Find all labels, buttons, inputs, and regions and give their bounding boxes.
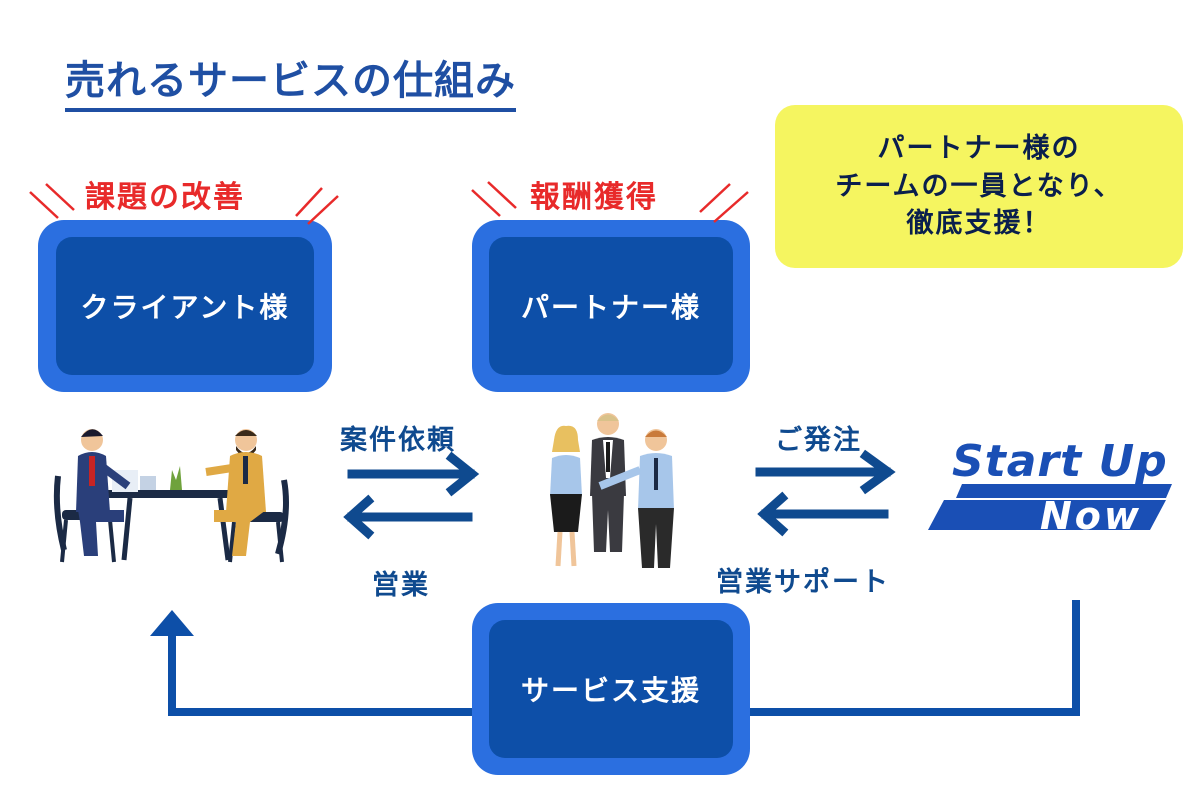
logo-text-line1: Start Up [952, 436, 1168, 487]
partner-box-label: パートナー様 [489, 237, 733, 375]
client-box-label: クライアント様 [56, 237, 314, 375]
service-box: サービス支援 [472, 603, 750, 775]
page-title: 売れるサービスの仕組み [65, 48, 516, 112]
callout-bubble: パートナー様の チームの一員となり、 徹底支援！ [775, 105, 1183, 268]
case-request-label: 案件依頼 [340, 425, 456, 456]
service-box-label: サービス支援 [489, 620, 733, 758]
startup-now-logo [928, 484, 1172, 530]
partner-box: パートナー様 [472, 220, 750, 392]
callout-text: パートナー様の チームの一員となり、 徹底支援！ [835, 132, 1123, 240]
partner-benefit-label: 報酬獲得 [530, 180, 658, 215]
emphasis-lines-client [29, 183, 339, 225]
client-box: クライアント様 [38, 220, 332, 392]
arrow-case-request [347, 451, 480, 497]
client-benefit-label: 課題の改善 [85, 180, 245, 215]
sales-label: 営業 [372, 570, 430, 601]
emphasis-lines-partner [471, 181, 749, 223]
arrow-sales-support [757, 491, 889, 537]
meeting-illustration [53, 429, 289, 563]
order-label: ご発注 [775, 425, 862, 456]
arrow-sales [343, 494, 473, 540]
logo-text-line2: Now [1040, 494, 1143, 538]
arrow-service-loop [168, 600, 1080, 716]
sales-support-label: 営業サポート [716, 567, 890, 598]
arrow-service-loop-head [150, 610, 194, 636]
arrow-order [755, 449, 896, 495]
business-team-illustration [550, 413, 674, 568]
